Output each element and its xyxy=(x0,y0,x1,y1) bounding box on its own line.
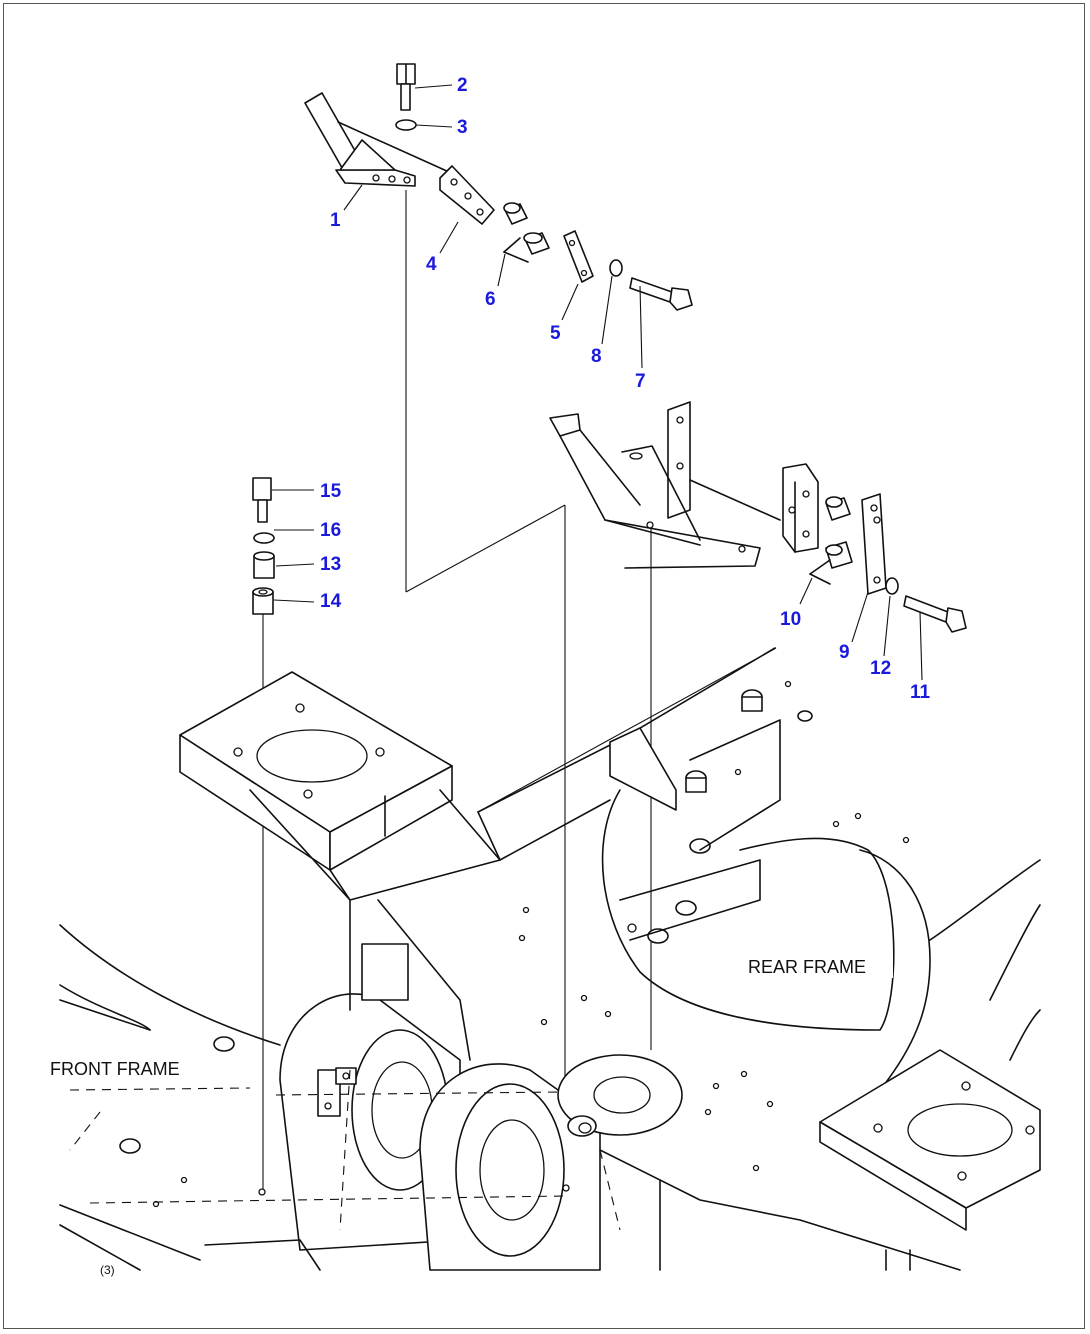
callout-12: 12 xyxy=(870,658,891,679)
block-part-4 xyxy=(439,165,495,225)
spacer-block xyxy=(782,463,819,553)
callout-5: 5 xyxy=(550,323,561,344)
frame-assembly xyxy=(59,647,1041,1271)
washer-part-8 xyxy=(609,259,623,277)
left-stack xyxy=(252,477,275,615)
bushing-part-6 xyxy=(503,202,550,263)
callout-numbers: 1 2 3 4 5 6 7 8 9 10 11 12 13 14 15 16 xyxy=(320,75,931,703)
rear-frame-lugs xyxy=(627,689,813,944)
corner-mark: (3) xyxy=(100,1263,115,1277)
callout-14: 14 xyxy=(320,591,342,612)
front-frame-label: FRONT FRAME xyxy=(50,1059,180,1079)
left-mounting-pad xyxy=(179,671,501,901)
plate-part-9 xyxy=(861,493,887,595)
bracket-part-1 xyxy=(304,92,450,187)
callout-13: 13 xyxy=(320,554,341,575)
callout-16: 16 xyxy=(320,520,341,541)
callout-11: 11 xyxy=(910,682,931,703)
rear-frame-label: REAR FRAME xyxy=(748,957,866,977)
support-bracket xyxy=(549,401,781,569)
frame-holes xyxy=(152,680,910,1208)
right-mounting-pad xyxy=(819,1049,1041,1231)
washer-part-3 xyxy=(395,119,417,131)
callout-9: 9 xyxy=(839,642,850,663)
callout-6: 6 xyxy=(485,289,496,310)
bolt-part-2 xyxy=(396,63,416,111)
spacer-part-13 xyxy=(253,551,275,579)
plate-part-5 xyxy=(563,230,594,283)
washer-part-16 xyxy=(253,532,275,544)
bolt-part-7 xyxy=(629,277,693,311)
callout-3: 3 xyxy=(457,117,468,138)
bolt-part-15 xyxy=(252,477,272,523)
callout-leaders xyxy=(272,84,923,681)
washer-part-12 xyxy=(885,577,899,595)
upper-part-group xyxy=(304,63,693,311)
bolt-part-11 xyxy=(903,595,967,633)
bushing-part-10 xyxy=(809,496,853,585)
rear-bracket-group xyxy=(549,401,967,633)
callout-2: 2 xyxy=(457,75,468,96)
callout-15: 15 xyxy=(320,481,342,502)
callout-8: 8 xyxy=(591,346,602,367)
center-hinge xyxy=(279,993,683,1271)
callout-4: 4 xyxy=(426,254,437,275)
callout-7: 7 xyxy=(635,371,646,392)
callout-10: 10 xyxy=(780,609,801,630)
collar-part-14 xyxy=(252,587,274,615)
callout-1: 1 xyxy=(330,210,341,231)
